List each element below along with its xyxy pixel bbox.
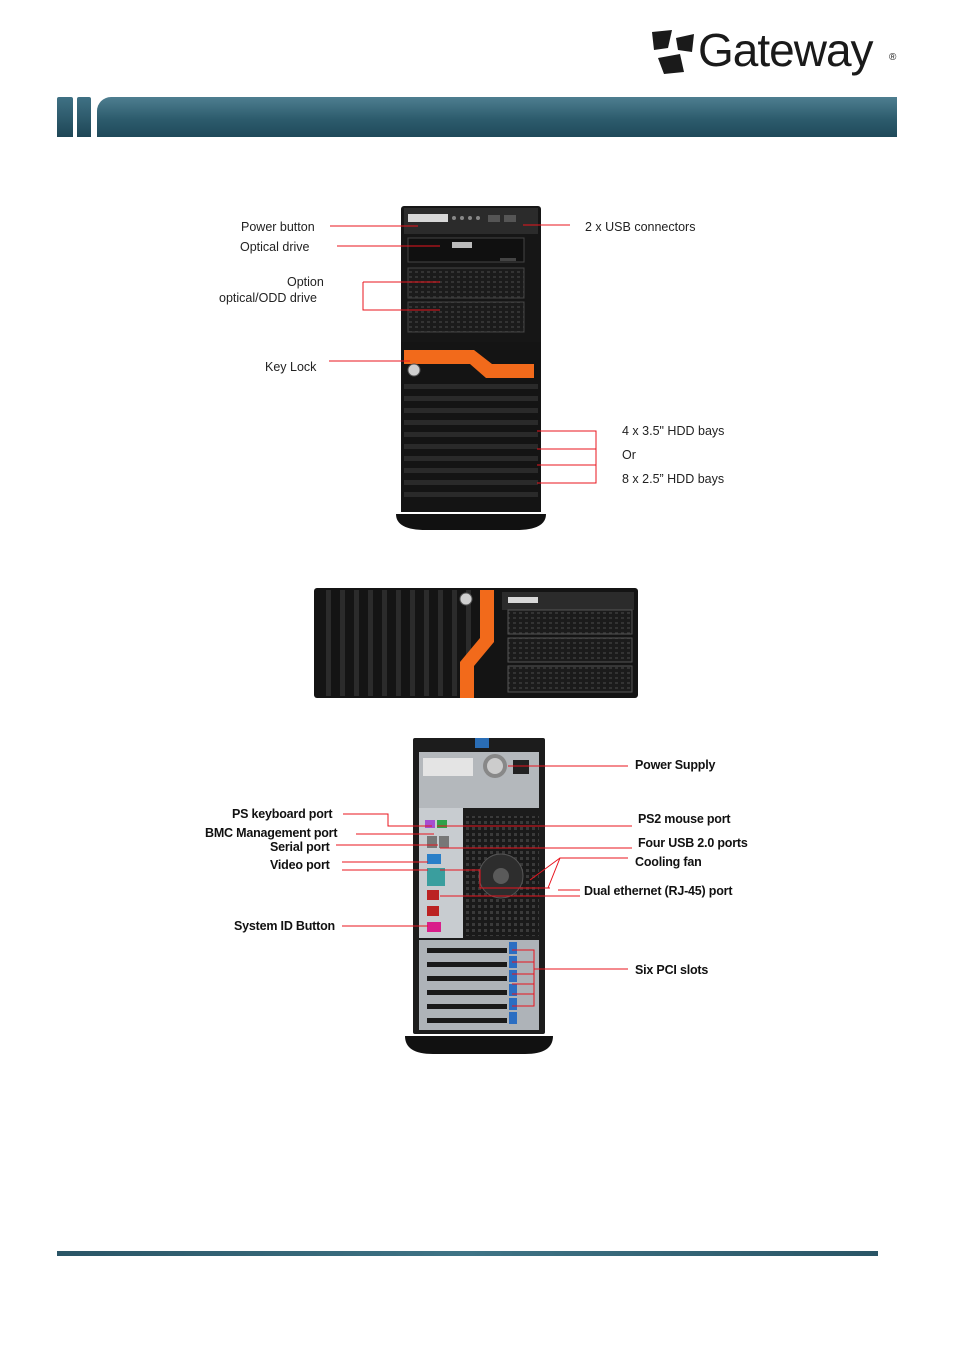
label-power-supply: Power Supply [635,758,716,772]
label-ps2-mouse: PS2 mouse port [638,812,731,826]
label-serial-port: Serial port [270,840,330,854]
rack-mount-image [314,588,638,698]
gateway-logo: Gateway ® [648,22,898,78]
label-option-line2: optical/ODD drive [219,291,317,305]
label-option-line1: Option [287,275,324,289]
label-power-button: Power button [241,220,315,234]
label-system-id: System ID Button [234,919,335,933]
label-video-port: Video port [270,858,330,872]
logo-wordmark: Gateway [698,24,874,76]
header-bar-tab-1 [57,97,73,137]
label-bmc-port: BMC Management port [205,826,338,840]
label-usb-connectors: 2 x USB connectors [585,220,696,234]
registered-mark: ® [889,52,897,63]
label-key-lock: Key Lock [265,360,317,374]
header-bar [57,97,897,139]
label-ps-keyboard: PS keyboard port [232,807,333,821]
label-pci-slots: Six PCI slots [635,963,709,977]
header-bar-main [97,97,897,137]
label-optical-drive: Optical drive [240,240,310,254]
label-usb-ports: Four USB 2.0 ports [638,836,748,850]
label-cooling-fan: Cooling fan [635,855,702,869]
header-bar-tab-2 [77,97,91,137]
front-tower-image [396,206,546,530]
label-ethernet: Dual ethernet (RJ-45) port [584,884,733,898]
label-hdd-or: Or [622,448,636,462]
label-hdd-35: 4 x 3.5" HDD bays [622,424,725,438]
footer-rule [57,1251,878,1256]
label-hdd-25: 8 x 2.5” HDD bays [622,472,725,486]
rear-tower-image [405,738,553,1054]
gateway-cow-spots-icon [652,30,694,74]
